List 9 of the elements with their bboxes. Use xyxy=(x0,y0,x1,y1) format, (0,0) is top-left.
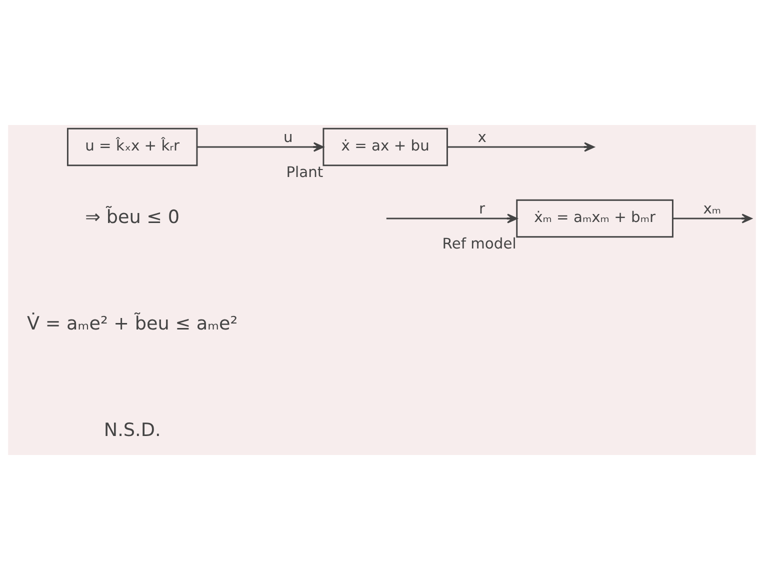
edge-label: xₘ xyxy=(703,200,722,218)
edge-label: u xyxy=(284,129,293,146)
label: N.S.D. xyxy=(104,420,161,441)
edge-label: x xyxy=(478,129,486,146)
label: ⇒ b̃eu ≤ 0 xyxy=(85,207,180,228)
node-label: Plant xyxy=(286,164,324,182)
edge-label: r xyxy=(479,200,486,218)
node-label: Ref model xyxy=(442,236,516,253)
label: V̇ = aₘe² + b̃eu ≤ aₘe² xyxy=(27,313,238,334)
